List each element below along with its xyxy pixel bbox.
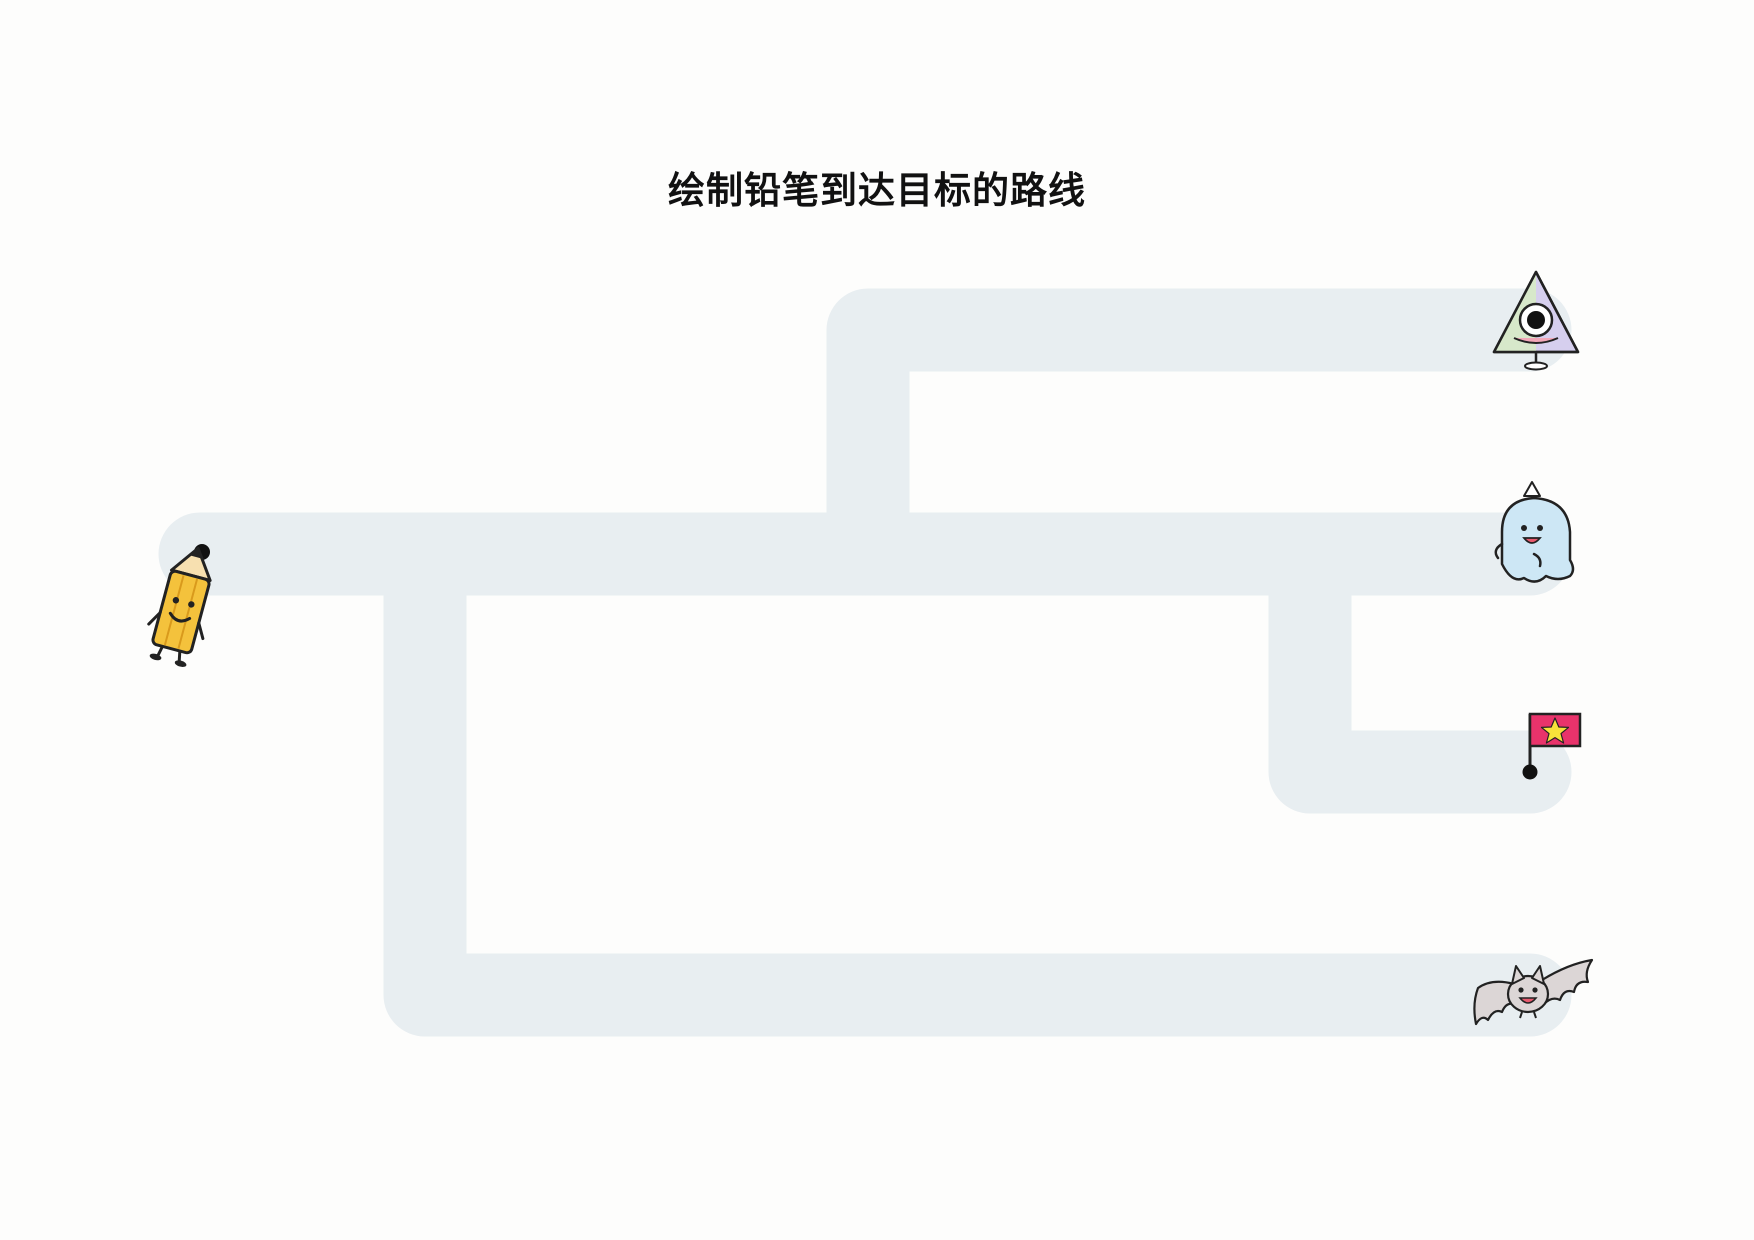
upper-branch [826, 288, 1572, 596]
pencil-character-icon [147, 546, 212, 667]
ghost-icon [1494, 481, 1575, 583]
page-title: 绘制铅笔到达目标的路线 [668, 169, 1086, 212]
flag-icon [1528, 712, 1582, 772]
bat-icon [1473, 958, 1594, 1026]
flag-branch [1268, 512, 1572, 814]
maze-paths [158, 288, 1572, 1037]
lower-branch [383, 512, 1572, 1037]
end-dot [1522, 764, 1538, 780]
triangle-eye-monster-icon [1492, 270, 1580, 371]
